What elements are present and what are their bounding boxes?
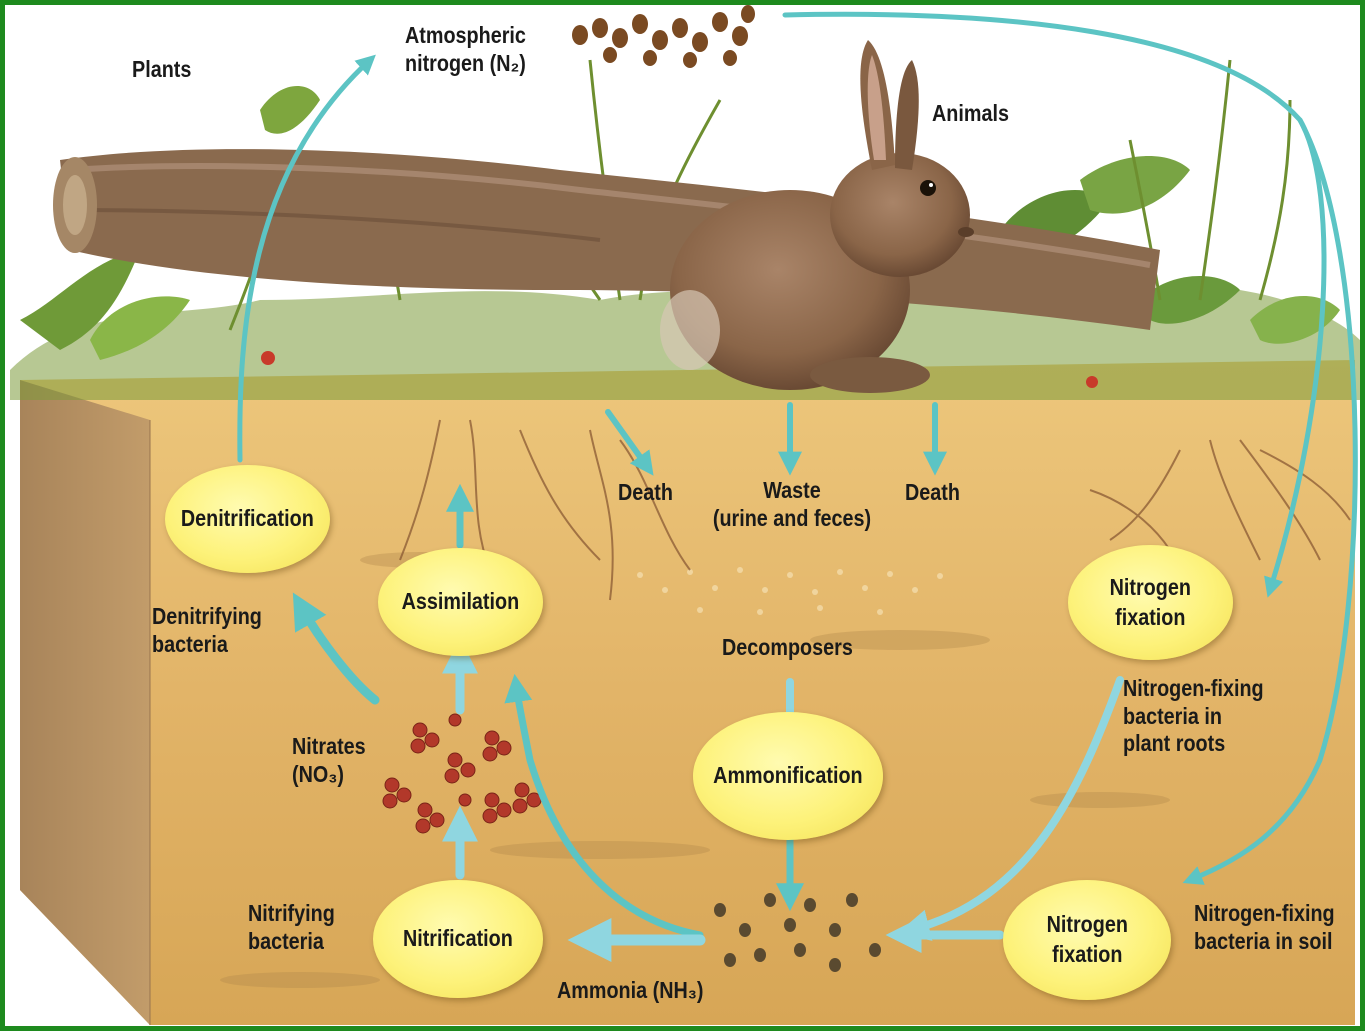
ammonification-oval: Ammonification bbox=[693, 712, 883, 840]
nitrification-label: Nitrification bbox=[403, 924, 513, 954]
ammonia-label: Ammonia (NH₃) bbox=[557, 977, 704, 1005]
nitrogen-fixing-roots-label: Nitrogen-fixing bacteria in plant roots bbox=[1123, 675, 1264, 758]
decomposers-label: Decomposers bbox=[722, 634, 853, 662]
denitrifying-bacteria-label: Denitrifying bacteria bbox=[152, 603, 262, 658]
assimilation-label: Assimilation bbox=[402, 587, 520, 617]
denitrification-oval: Denitrification bbox=[165, 465, 330, 573]
nitrification-oval: Nitrification bbox=[373, 880, 543, 998]
atmospheric-nitrogen-label: Atmospheric nitrogen (N₂) bbox=[405, 22, 526, 77]
waste-label: Waste (urine and feces) bbox=[706, 477, 878, 532]
nitrogen-fixation-soil-label: Nitrogen fixation bbox=[1046, 910, 1127, 970]
assimilation-oval: Assimilation bbox=[378, 548, 543, 656]
nitrogen-fixing-soil-label: Nitrogen-fixing bacteria in soil bbox=[1194, 900, 1335, 955]
plants-label: Plants bbox=[132, 56, 191, 84]
animals-label: Animals bbox=[932, 100, 1009, 128]
denitrification-label: Denitrification bbox=[181, 504, 314, 534]
nitrates-label: Nitrates (NO₃) bbox=[292, 733, 366, 788]
ammonification-label: Ammonification bbox=[713, 761, 862, 791]
nitrogen-fixation-roots-oval: Nitrogen fixation bbox=[1068, 545, 1233, 660]
death-left-label: Death bbox=[618, 479, 673, 507]
seed-cluster-icon bbox=[572, 5, 755, 68]
nitrifying-bacteria-label: Nitrifying bacteria bbox=[248, 900, 335, 955]
nitrogen-fixation-soil-oval: Nitrogen fixation bbox=[1003, 880, 1171, 1000]
nitrogen-fixation-roots-label: Nitrogen fixation bbox=[1110, 573, 1191, 633]
death-right-label: Death bbox=[905, 479, 960, 507]
